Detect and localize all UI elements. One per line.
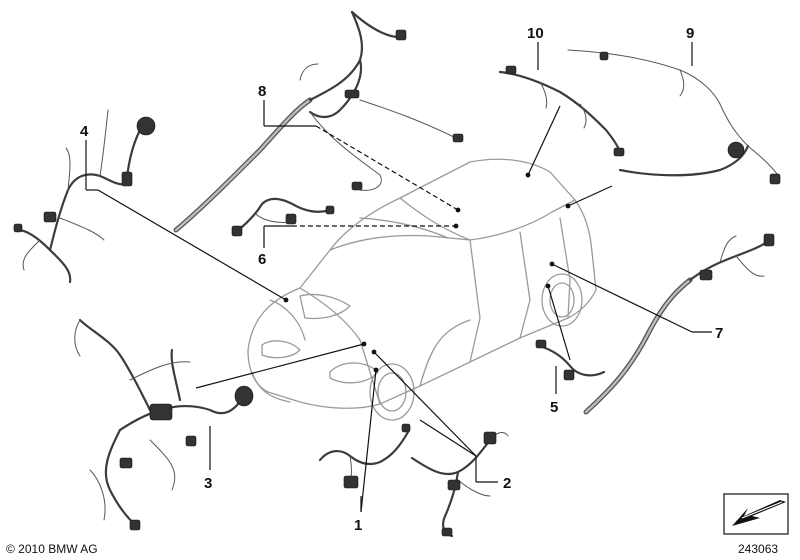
leader-4 bbox=[97, 189, 287, 301]
callout-labels: 1 2 3 4 5 6 7 8 9 10 bbox=[80, 25, 723, 534]
leader-2 bbox=[373, 351, 477, 457]
harness-9 bbox=[567, 49, 781, 185]
callout-9: 9 bbox=[686, 25, 694, 42]
leader-9 bbox=[567, 185, 613, 207]
callout-stems bbox=[85, 42, 712, 512]
copyright-text: © 2010 BMW AG bbox=[6, 542, 98, 556]
callout-4: 4 bbox=[80, 123, 89, 140]
callout-3: 3 bbox=[204, 475, 212, 492]
callout-10: 10 bbox=[527, 25, 544, 42]
callout-6: 6 bbox=[258, 251, 266, 268]
harness-7 bbox=[583, 233, 775, 415]
callout-1: 1 bbox=[354, 517, 362, 534]
arrow-down-left-icon[interactable] bbox=[723, 493, 789, 535]
callout-5: 5 bbox=[550, 399, 558, 416]
leader-lines bbox=[97, 105, 693, 513]
callout-7: 7 bbox=[715, 325, 723, 342]
callout-8: 8 bbox=[258, 83, 266, 100]
harness-1 bbox=[318, 423, 411, 489]
leader-3 bbox=[195, 343, 365, 389]
harness-10 bbox=[498, 65, 625, 157]
harness-4 bbox=[13, 109, 156, 284]
leader-1 bbox=[360, 369, 377, 513]
leader-2b bbox=[419, 419, 477, 457]
leader-endpoints bbox=[283, 172, 571, 373]
harness-6 bbox=[231, 197, 335, 237]
leader-7 bbox=[551, 263, 693, 333]
leader-10 bbox=[527, 105, 561, 176]
leader-5 bbox=[547, 285, 571, 361]
harness-5 bbox=[535, 339, 606, 381]
harness-3 bbox=[74, 318, 254, 531]
leader-8 bbox=[315, 125, 459, 211]
harness-2 bbox=[410, 431, 509, 538]
car-outline bbox=[247, 158, 597, 421]
callout-2: 2 bbox=[503, 475, 511, 492]
harness-8 bbox=[173, 10, 464, 233]
diagram-number: 243063 bbox=[738, 542, 778, 556]
